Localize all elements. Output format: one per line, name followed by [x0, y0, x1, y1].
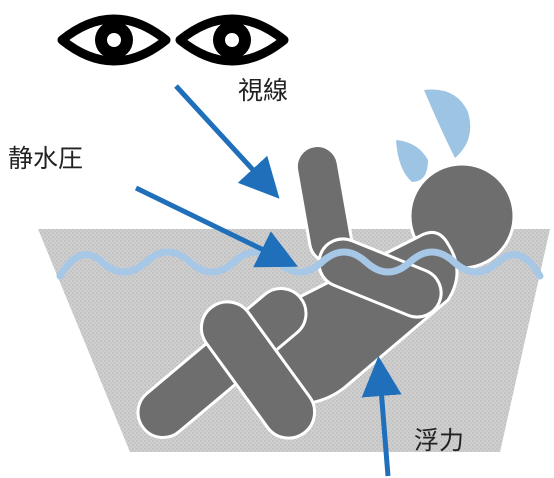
eye-icon — [175, 14, 289, 66]
reclining-person-icon — [136, 144, 516, 440]
water-surface — [56, 248, 544, 280]
water-droplet-icon — [396, 89, 471, 182]
gaze-arrow — [174, 84, 280, 199]
buoyancy-label: 浮力 — [414, 426, 465, 455]
gaze-label: 視線 — [238, 76, 289, 105]
eye-icon — [57, 14, 171, 66]
buoyancy-arrow — [361, 356, 402, 477]
hydrostatic-pressure-arrow — [134, 185, 298, 268]
hydrostatic-pressure-label: 静水圧 — [8, 144, 84, 173]
